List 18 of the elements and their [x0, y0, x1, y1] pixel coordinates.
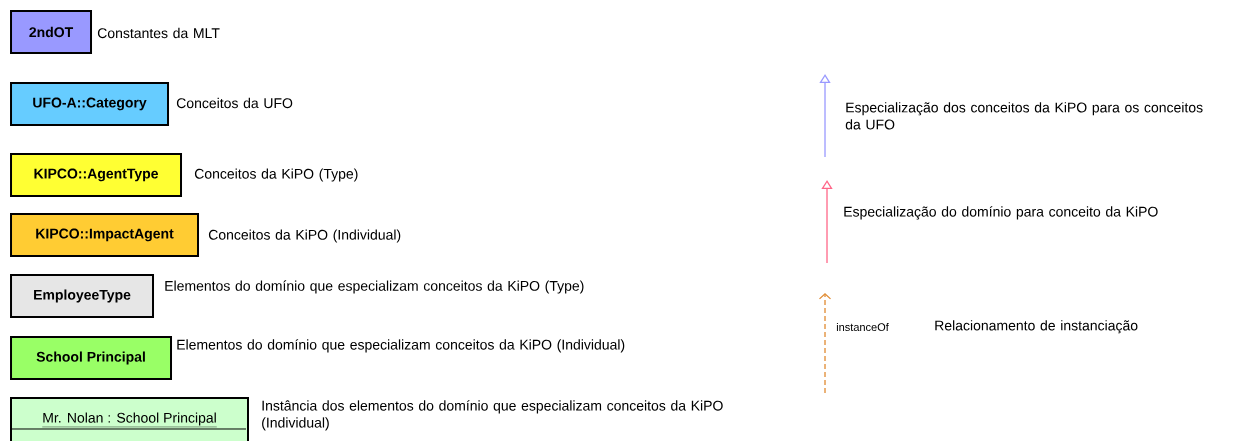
class-box: 2ndOT — [10, 10, 92, 54]
class-box: KIPCO::AgentType — [10, 153, 182, 197]
description-text: Elementos do domínio que especializam conceitos da KiPO (Individual) — [177, 339, 625, 353]
class-box: KIPCO::ImpactAgent — [10, 213, 199, 257]
class-box: Mr. Nolan : School Principal — [10, 397, 249, 441]
class-box: School Principal — [10, 336, 172, 380]
description-text: Conceitos da KiPO (Individual) — [208, 229, 401, 243]
legend-text: Relacionamento de instanciação — [935, 320, 1138, 334]
line-label: instanceOf — [836, 322, 889, 332]
class-box: EmployeeType — [10, 274, 154, 318]
description-text: Elementos do domínio que especializam conceitos da KiPO (Type) — [165, 280, 584, 294]
description-text: Conceitos da UFO — [176, 97, 293, 109]
class-box: UFO-A::Category — [10, 82, 169, 126]
description-text: Constantes da MLT — [97, 27, 220, 39]
legend-text: Especialização do domínio para conceito da KiPO — [844, 206, 1158, 220]
legend-text: Especialização dos conceitos da KiPO para os conceitos da UFO — [845, 102, 1203, 130]
description-text: Instância dos elementos do domínio que especializam conceitos da KiPO (Individual) — [262, 400, 723, 431]
description-text: Conceitos da KiPO (Type) — [194, 168, 358, 182]
